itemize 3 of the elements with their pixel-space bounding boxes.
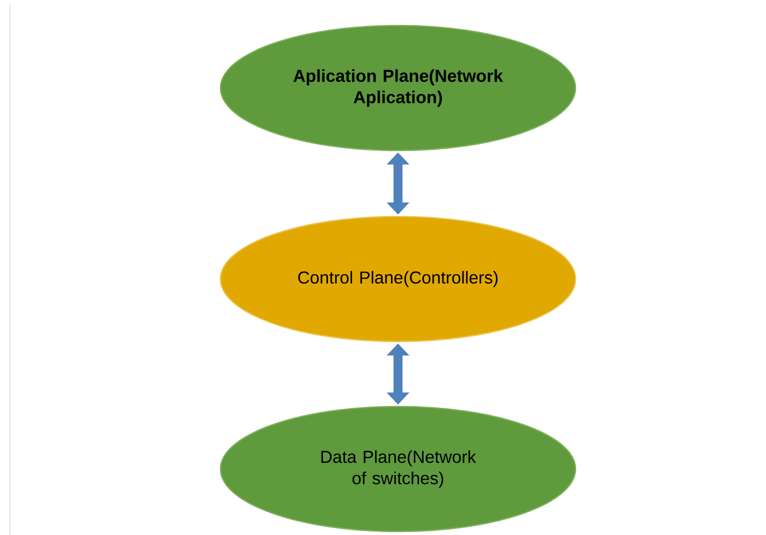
ellipse-node: Aplication Plane(Network Aplication): [220, 24, 576, 152]
ellipse-node: Control Plane(Controllers): [220, 216, 576, 342]
ellipse-node: Data Plane(Network of switches): [220, 406, 576, 532]
